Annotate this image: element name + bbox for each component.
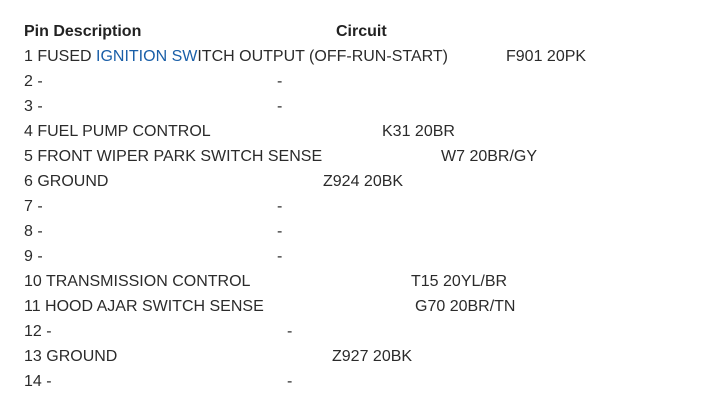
pin-row-5: 5 FRONT WIPER PARK SWITCH SENSE: [24, 148, 323, 165]
pin-row-10: 10 TRANSMISSION CONTROL: [24, 273, 251, 290]
pin-row-1-text-start: 1 FUSED: [24, 48, 97, 65]
circuit-row-12: -: [287, 323, 293, 340]
pin-row-1-text-end: ITCH OUTPUT (OFF-RUN-START): [197, 48, 448, 65]
circuit-row-14: -: [287, 373, 293, 390]
circuit-row-11: G70 20BR/TN: [415, 298, 516, 315]
header-pin-description: Pin Description: [24, 23, 142, 40]
pin-row-7: 7 -: [24, 198, 43, 215]
pin-row-8: 8 -: [24, 223, 43, 240]
pin-row-4: 4 FUEL PUMP CONTROL: [24, 123, 211, 140]
pin-row-11: 11 HOOD AJAR SWITCH SENSE: [24, 298, 264, 315]
pin-row-14: 14 -: [24, 373, 52, 390]
circuit-row-4: K31 20BR: [382, 123, 455, 140]
ignition-switch-link[interactable]: IGNITION SW: [96, 48, 198, 65]
circuit-row-13: Z927 20BK: [332, 348, 413, 365]
circuit-row-1: F901 20PK: [506, 48, 587, 65]
pin-row-9: 9 -: [24, 248, 43, 265]
circuit-row-7: -: [277, 198, 283, 215]
circuit-row-8: -: [277, 223, 283, 240]
circuit-row-9: -: [277, 248, 283, 265]
pin-row-6: 6 GROUND: [24, 173, 109, 190]
circuit-row-2: -: [277, 73, 283, 90]
pin-row-12: 12 -: [24, 323, 52, 340]
circuit-row-6: Z924 20BK: [323, 173, 404, 190]
circuit-row-10: T15 20YL/BR: [411, 273, 508, 290]
circuit-row-5: W7 20BR/GY: [441, 148, 538, 165]
pin-row-13: 13 GROUND: [24, 348, 118, 365]
circuit-row-3: -: [277, 98, 283, 115]
pin-row-3: 3 -: [24, 98, 43, 115]
pin-row-2: 2 -: [24, 73, 43, 90]
header-circuit: Circuit: [336, 23, 387, 40]
pin-row-1: 1 FUSED IGNITION SWITCH OUTPUT (OFF-RUN-…: [24, 47, 448, 67]
